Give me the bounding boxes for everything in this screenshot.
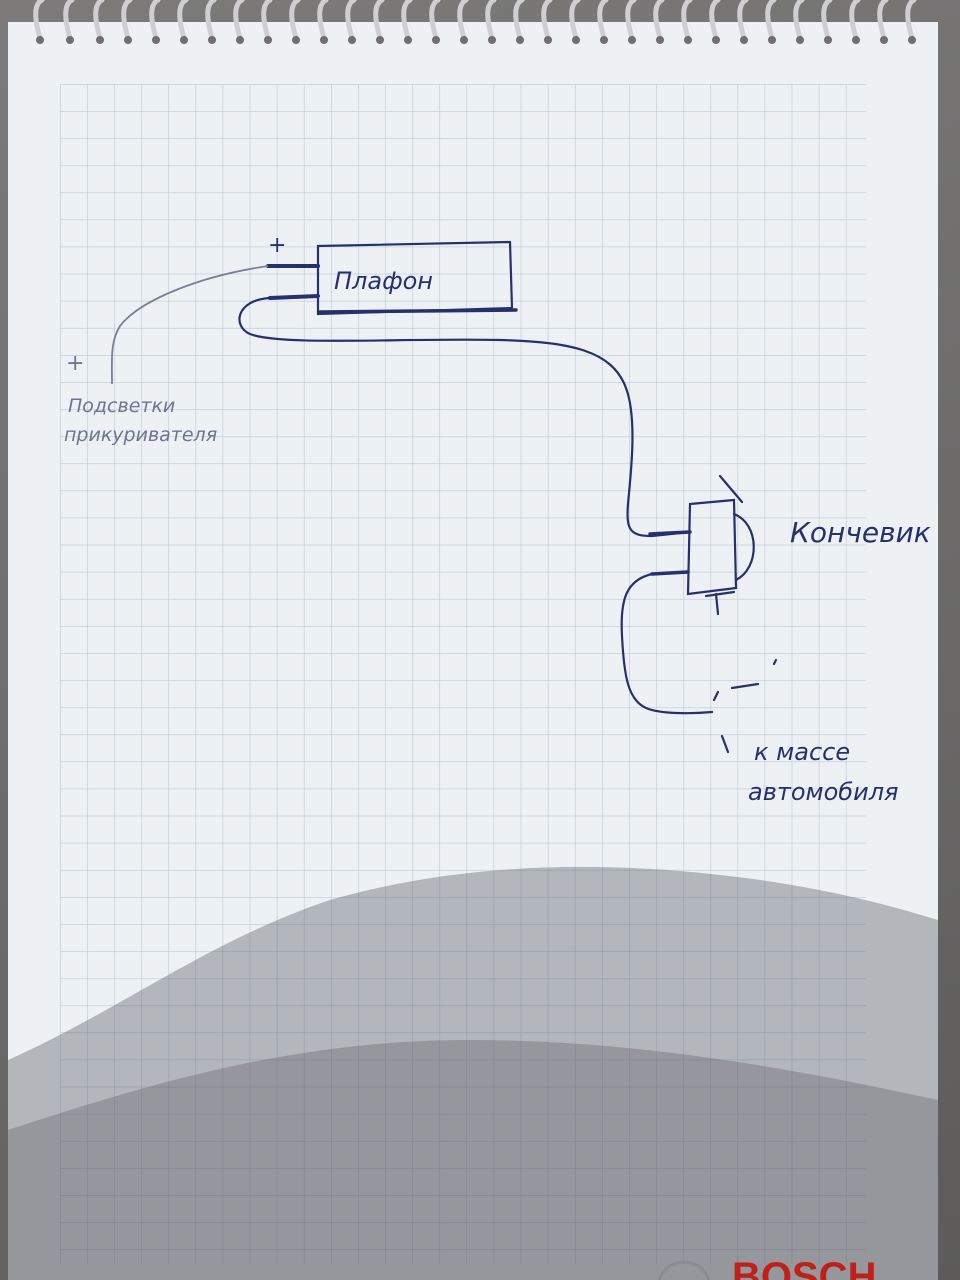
spiral-holes	[36, 36, 916, 44]
brand-wordmark: BOSCH	[732, 1255, 876, 1280]
plus-sign-top: +	[268, 233, 286, 258]
switch-terminals	[648, 530, 692, 576]
konchevik-label: Кончевик	[790, 516, 931, 549]
backlight-wire	[110, 265, 269, 385]
bosch-logo: BOSCH	[657, 1255, 876, 1280]
ground-label-line1: к массе	[754, 738, 850, 766]
bosch-emblem-icon	[657, 1260, 711, 1280]
ground-label-line2: автомобиля	[748, 778, 898, 806]
plafon-terminals	[266, 264, 320, 300]
konchevik-switch	[686, 474, 755, 616]
paper-sheet	[8, 22, 938, 1280]
switch-wire	[238, 296, 692, 538]
ground-wire	[620, 572, 714, 715]
plafon-box	[316, 240, 518, 316]
plus-sign-left: +	[66, 351, 84, 376]
spiral-binding	[33, 0, 917, 41]
backlight-label-line2: прикуривателя	[64, 424, 217, 446]
plafon-label: Плафон	[334, 267, 433, 295]
ground-symbol	[712, 658, 778, 754]
backlight-label-line1: Подсветки	[68, 395, 175, 417]
